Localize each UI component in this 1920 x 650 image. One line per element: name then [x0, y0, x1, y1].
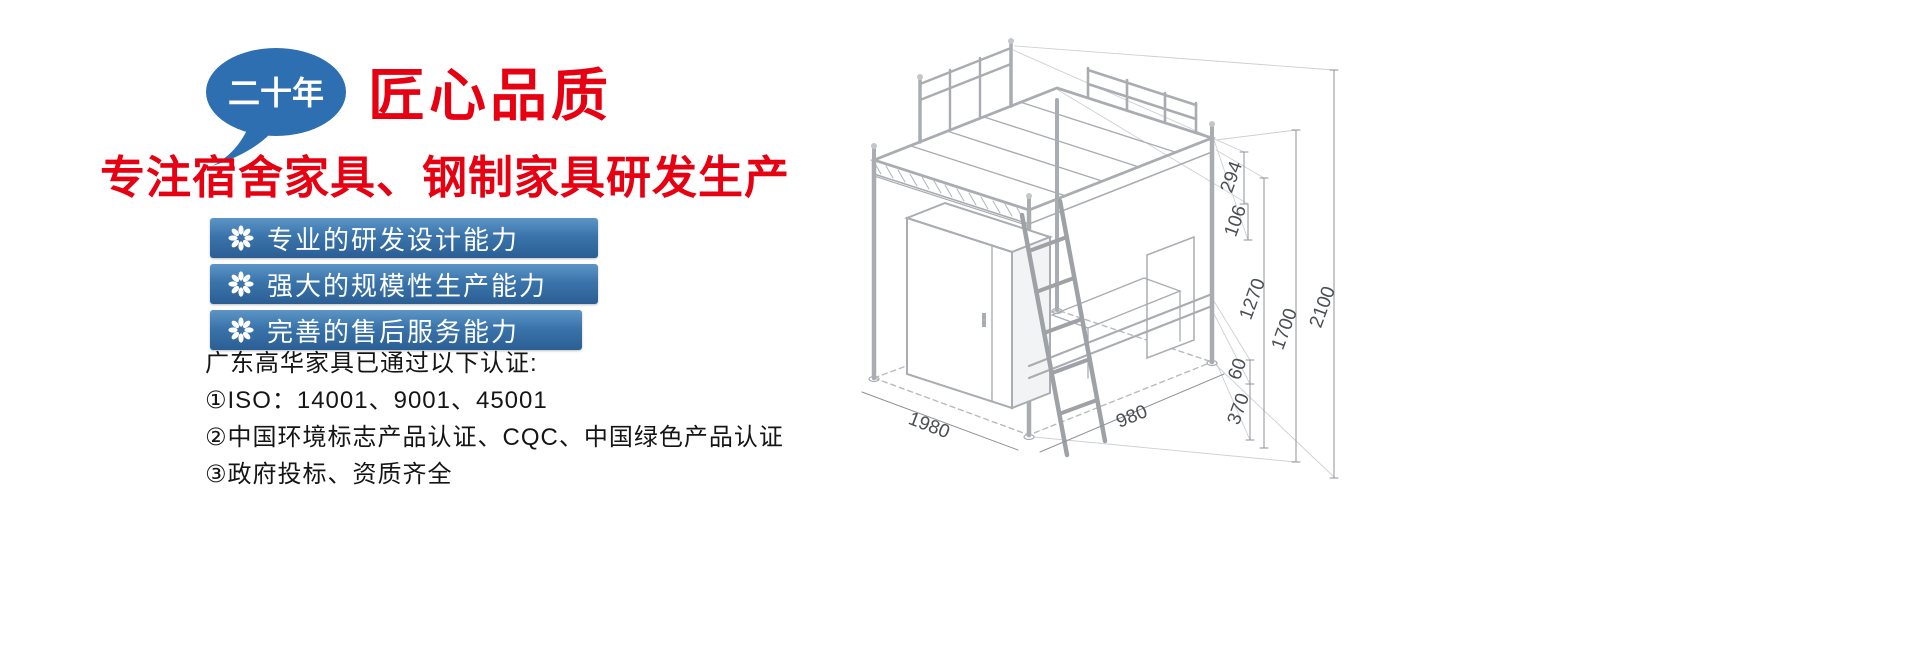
dim-2100: 2100	[1306, 284, 1340, 331]
years-badge-text: 二十年	[228, 75, 324, 111]
dim-294: 294	[1217, 158, 1248, 195]
feature-bar-production: 强大的规模性生产能力	[210, 264, 598, 304]
flower-icon	[228, 317, 254, 343]
feature-label: 专业的研发设计能力	[267, 224, 520, 255]
feature-label: 强大的规模性生产能力	[267, 270, 548, 301]
cert-intro: 广东高华家具已通过以下认证:	[205, 350, 538, 377]
certification-list: 广东高华家具已通过以下认证: ①ISO：14001、9001、45001 ②中国…	[205, 350, 784, 489]
cert-item-gov: ③政府投标、资质齐全	[205, 461, 453, 488]
feature-bar-rd: 专业的研发设计能力	[210, 218, 598, 258]
dim-1980: 1980	[905, 408, 952, 443]
dim-980: 980	[1113, 401, 1150, 432]
badge-title: 匠心品质	[368, 64, 612, 128]
headline: 专注宿舍家具、钢制家具研发生产	[100, 152, 791, 203]
speech-bubble-icon: 二十年	[206, 48, 346, 166]
feature-label: 完善的售后服务能力	[267, 316, 520, 347]
flower-icon	[228, 225, 254, 251]
dim-1270: 1270	[1236, 276, 1270, 323]
feature-list: 专业的研发设计能力 强大的规模性生产能力	[210, 218, 598, 350]
dim-1700: 1700	[1268, 306, 1302, 353]
cert-item-env: ②中国环境标志产品认证、CQC、中国绿色产品认证	[205, 424, 784, 451]
flower-icon	[228, 271, 254, 297]
years-badge: 二十年	[196, 44, 361, 174]
bed-technical-drawing: 294 106 1270 1700 2100 60 370 1980 980	[861, 38, 1340, 479]
feature-bar-aftersales: 完善的售后服务能力	[210, 310, 582, 350]
dim-106: 106	[1221, 203, 1252, 240]
cert-item-iso: ①ISO：14001、9001、45001	[205, 387, 548, 414]
